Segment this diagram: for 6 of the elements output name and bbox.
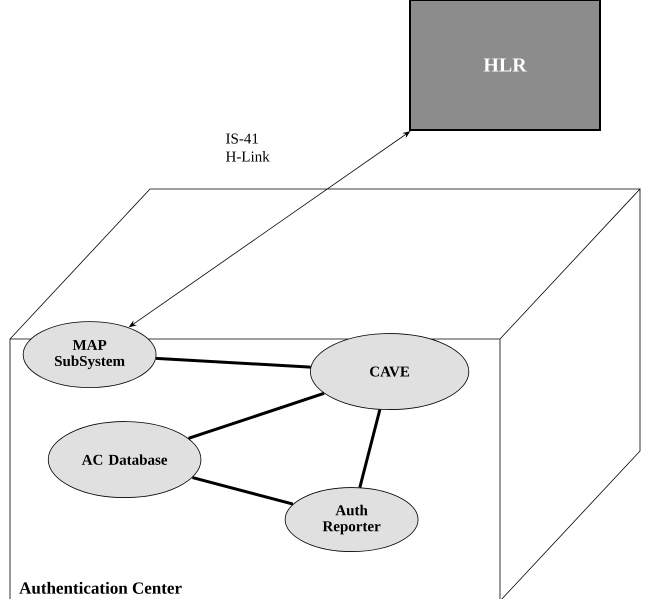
connector-line (192, 476, 294, 506)
edge-label: IS-41 H-Link (226, 134, 270, 162)
connector-line (358, 409, 382, 488)
connector-line (156, 356, 311, 369)
connector-line (188, 392, 325, 440)
hlr-box: HLR (409, 0, 601, 131)
